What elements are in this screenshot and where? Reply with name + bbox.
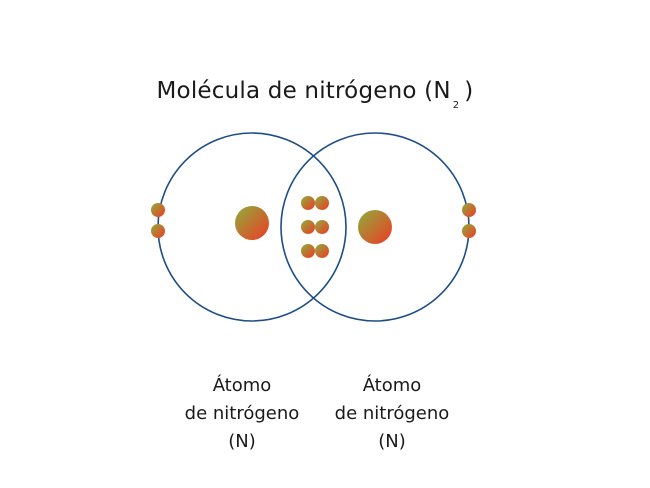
diagram-title: Molécula de nitrógeno (N2) (0, 78, 630, 111)
electron (315, 220, 329, 234)
right-atom-label: Átomo de nitrógeno (N) (317, 372, 467, 456)
electron (301, 244, 315, 258)
left-atom-label-line2: de nitrógeno (184, 403, 300, 424)
right-atom-label-line3: (N) (378, 431, 406, 452)
title-text: Molécula de nitrógeno (N (156, 78, 451, 104)
left-outer-electrons (151, 203, 165, 238)
electron (151, 224, 165, 238)
electron (462, 224, 476, 238)
left-atom-label-line1: Átomo (212, 375, 272, 396)
shared-electrons (301, 196, 329, 258)
right-atom-label-line2: de nitrógeno (334, 403, 450, 424)
title-close: ) (464, 78, 474, 104)
left-atom-label-line3: (N) (228, 431, 256, 452)
electron (315, 196, 329, 210)
left-nucleus (235, 206, 269, 240)
right-atom-label-line1: Átomo (362, 375, 422, 396)
electron (462, 203, 476, 217)
electron (151, 203, 165, 217)
title-subscript: 2 (452, 100, 460, 111)
left-atom-label: Átomo de nitrógeno (N) (167, 372, 317, 456)
electron (301, 220, 315, 234)
right-nucleus (358, 210, 392, 244)
electron (315, 244, 329, 258)
electron (301, 196, 315, 210)
right-outer-electrons (462, 203, 476, 238)
